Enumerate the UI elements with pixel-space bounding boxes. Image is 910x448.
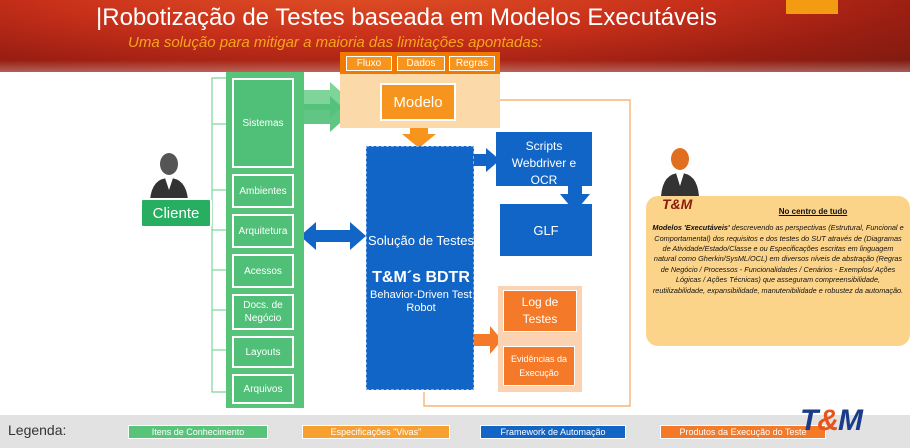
knowledge-item-sistemas[interactable]: Sistemas bbox=[232, 78, 294, 168]
legend-framework: Framework de Automação bbox=[480, 425, 626, 439]
scripts-box[interactable]: Scripts Webdriver e OCR bbox=[496, 132, 592, 187]
consultant-person-icon bbox=[661, 148, 699, 196]
cliente-button[interactable]: Cliente bbox=[140, 198, 212, 228]
spec-dados[interactable]: Dados bbox=[397, 56, 445, 71]
tm-logo: T&M bbox=[800, 404, 863, 437]
log-box[interactable]: Log de Testes bbox=[503, 290, 577, 332]
knowledge-item-acessos[interactable]: Acessos bbox=[232, 254, 294, 288]
knowledge-item-arquivos[interactable]: Arquivos bbox=[232, 374, 294, 404]
info-title: No centro de tudo bbox=[778, 207, 848, 216]
legend-label: Legenda: bbox=[8, 422, 67, 438]
evidencias-box[interactable]: Evidências da Execução bbox=[503, 346, 575, 386]
scripts-label: Scripts Webdriver e OCR bbox=[511, 139, 577, 187]
legend-products: Produtos da Execução do Teste bbox=[660, 425, 826, 439]
page-subtitle: Uma solução para mitigar a maioria das l… bbox=[128, 34, 543, 51]
legend-knowledge: Itens de Conhecimento bbox=[128, 425, 268, 439]
info-lead: Modelos 'Executáveis' bbox=[652, 223, 730, 233]
knowledge-item-ambientes[interactable]: Ambientes bbox=[232, 174, 294, 208]
corner-tab bbox=[786, 0, 838, 14]
knowledge-item-docs[interactable]: Docs. de Negócio bbox=[232, 294, 294, 330]
solution-label: Solução de Testes bbox=[368, 233, 474, 248]
modelo-box[interactable]: Modelo bbox=[380, 83, 456, 121]
spec-fluxo[interactable]: Fluxo bbox=[346, 56, 392, 71]
info-text: descrevendo as perspectivas (Estrutural,… bbox=[652, 223, 904, 295]
tm-badge: T&M bbox=[662, 196, 693, 212]
info-card: No centro de tudo Modelos 'Executáveis' … bbox=[646, 196, 910, 346]
knowledge-item-arquitetura[interactable]: Arquitetura bbox=[232, 214, 294, 248]
knowledge-item-layouts[interactable]: Layouts bbox=[232, 336, 294, 368]
glf-box[interactable]: GLF bbox=[500, 204, 592, 256]
page-title: |Robotização de Testes baseada em Modelo… bbox=[96, 4, 717, 31]
legend-specs: Especificações "Vivas" bbox=[302, 425, 450, 439]
solution-brand: T&M´s BDTR bbox=[372, 269, 470, 286]
solution-desc: Behavior-Driven Test Robot bbox=[370, 289, 472, 314]
spec-regras[interactable]: Regras bbox=[449, 56, 495, 71]
client-person-icon bbox=[150, 153, 188, 200]
solution-box[interactable]: Solução de Testes T&M´s BDTR Behavior-Dr… bbox=[366, 146, 474, 390]
